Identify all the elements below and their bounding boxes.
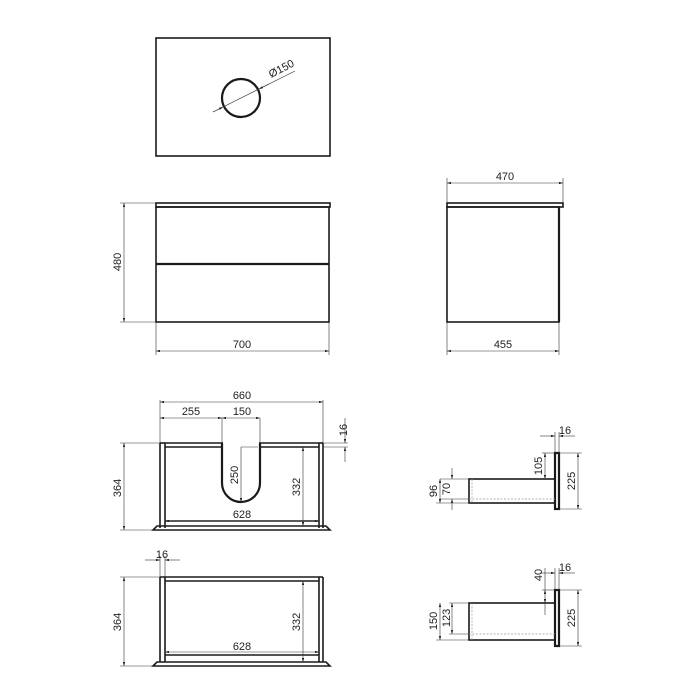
cutout-depth-label: 250 xyxy=(229,466,241,484)
lower-drawer-profile: 40 16 225 123 150 xyxy=(428,562,582,648)
panel-thickness-label: 16 xyxy=(338,424,350,436)
offset-from-top-label: 105 xyxy=(533,457,545,475)
side-height-label: 123 xyxy=(441,609,453,627)
diameter-label: Ø150 xyxy=(267,58,296,81)
countertop-outline xyxy=(155,37,331,157)
cutout-width-label: 150 xyxy=(233,406,251,418)
cabinet-side xyxy=(446,206,560,323)
offset-from-top-label: 40 xyxy=(533,569,545,581)
inner-height-label: 332 xyxy=(291,613,303,631)
panel-thickness-label: 16 xyxy=(156,549,168,561)
top-depth-label: 470 xyxy=(496,171,514,183)
inner-width-label: 628 xyxy=(233,509,251,521)
inner-width-label: 628 xyxy=(233,641,251,653)
side-view: 470 455 xyxy=(446,171,564,355)
drawer-bottom-plate xyxy=(151,661,332,667)
drawer-bottom-plate xyxy=(151,525,332,531)
height-label: 480 xyxy=(112,253,124,271)
side-height-label: 70 xyxy=(441,483,453,495)
width-label: 700 xyxy=(233,339,251,351)
front-thickness-label: 16 xyxy=(559,425,571,437)
overall-side-height-label: 96 xyxy=(428,485,440,497)
cutout-offset-label: 255 xyxy=(182,406,200,418)
inner-height-label: 332 xyxy=(291,478,303,496)
upper-drawer-profile: 16 105 225 70 96 xyxy=(428,425,582,511)
top-view: Ø150 xyxy=(155,37,331,157)
diameter-leader xyxy=(212,70,296,113)
body-depth-label: 455 xyxy=(494,339,512,351)
front-view: 480 700 xyxy=(112,202,331,355)
lower-drawer-section: 16 364 332 628 xyxy=(112,549,332,667)
front-height-label: 225 xyxy=(566,609,578,627)
drawer-side xyxy=(468,602,556,641)
sink-hole xyxy=(220,77,262,119)
drawer-side xyxy=(468,478,556,504)
outer-height-label: 364 xyxy=(112,613,124,631)
front-thickness-label: 16 xyxy=(559,562,571,574)
overall-side-height-label: 150 xyxy=(428,612,440,630)
front-height-label: 225 xyxy=(566,472,578,490)
upper-drawer-section: 660 255 150 16 364 250 332 628 xyxy=(112,390,350,531)
outer-height-label: 364 xyxy=(112,479,124,497)
overall-width-label: 660 xyxy=(233,390,251,402)
